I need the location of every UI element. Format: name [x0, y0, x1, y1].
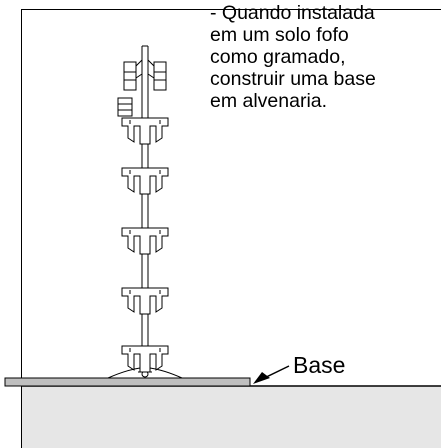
- note-line: construir uma base: [210, 68, 376, 90]
- base-label: Base: [293, 352, 346, 378]
- note-line: - Quando instalada: [210, 2, 375, 24]
- top-hook-arms: [117, 61, 167, 117]
- note-line: como gramado,: [210, 46, 346, 68]
- note-line: em um solo fofo: [210, 24, 349, 46]
- note-line: em alvenaria.: [210, 90, 328, 112]
- installation-note: - Quando instalada em um solo fofo como …: [210, 2, 435, 112]
- pole-brackets: [121, 117, 169, 373]
- ground-area: [22, 386, 441, 448]
- masonry-base-slab: [4, 377, 251, 387]
- base-leader-arrow: [253, 365, 290, 384]
- drying-rack-pole: [135, 45, 155, 372]
